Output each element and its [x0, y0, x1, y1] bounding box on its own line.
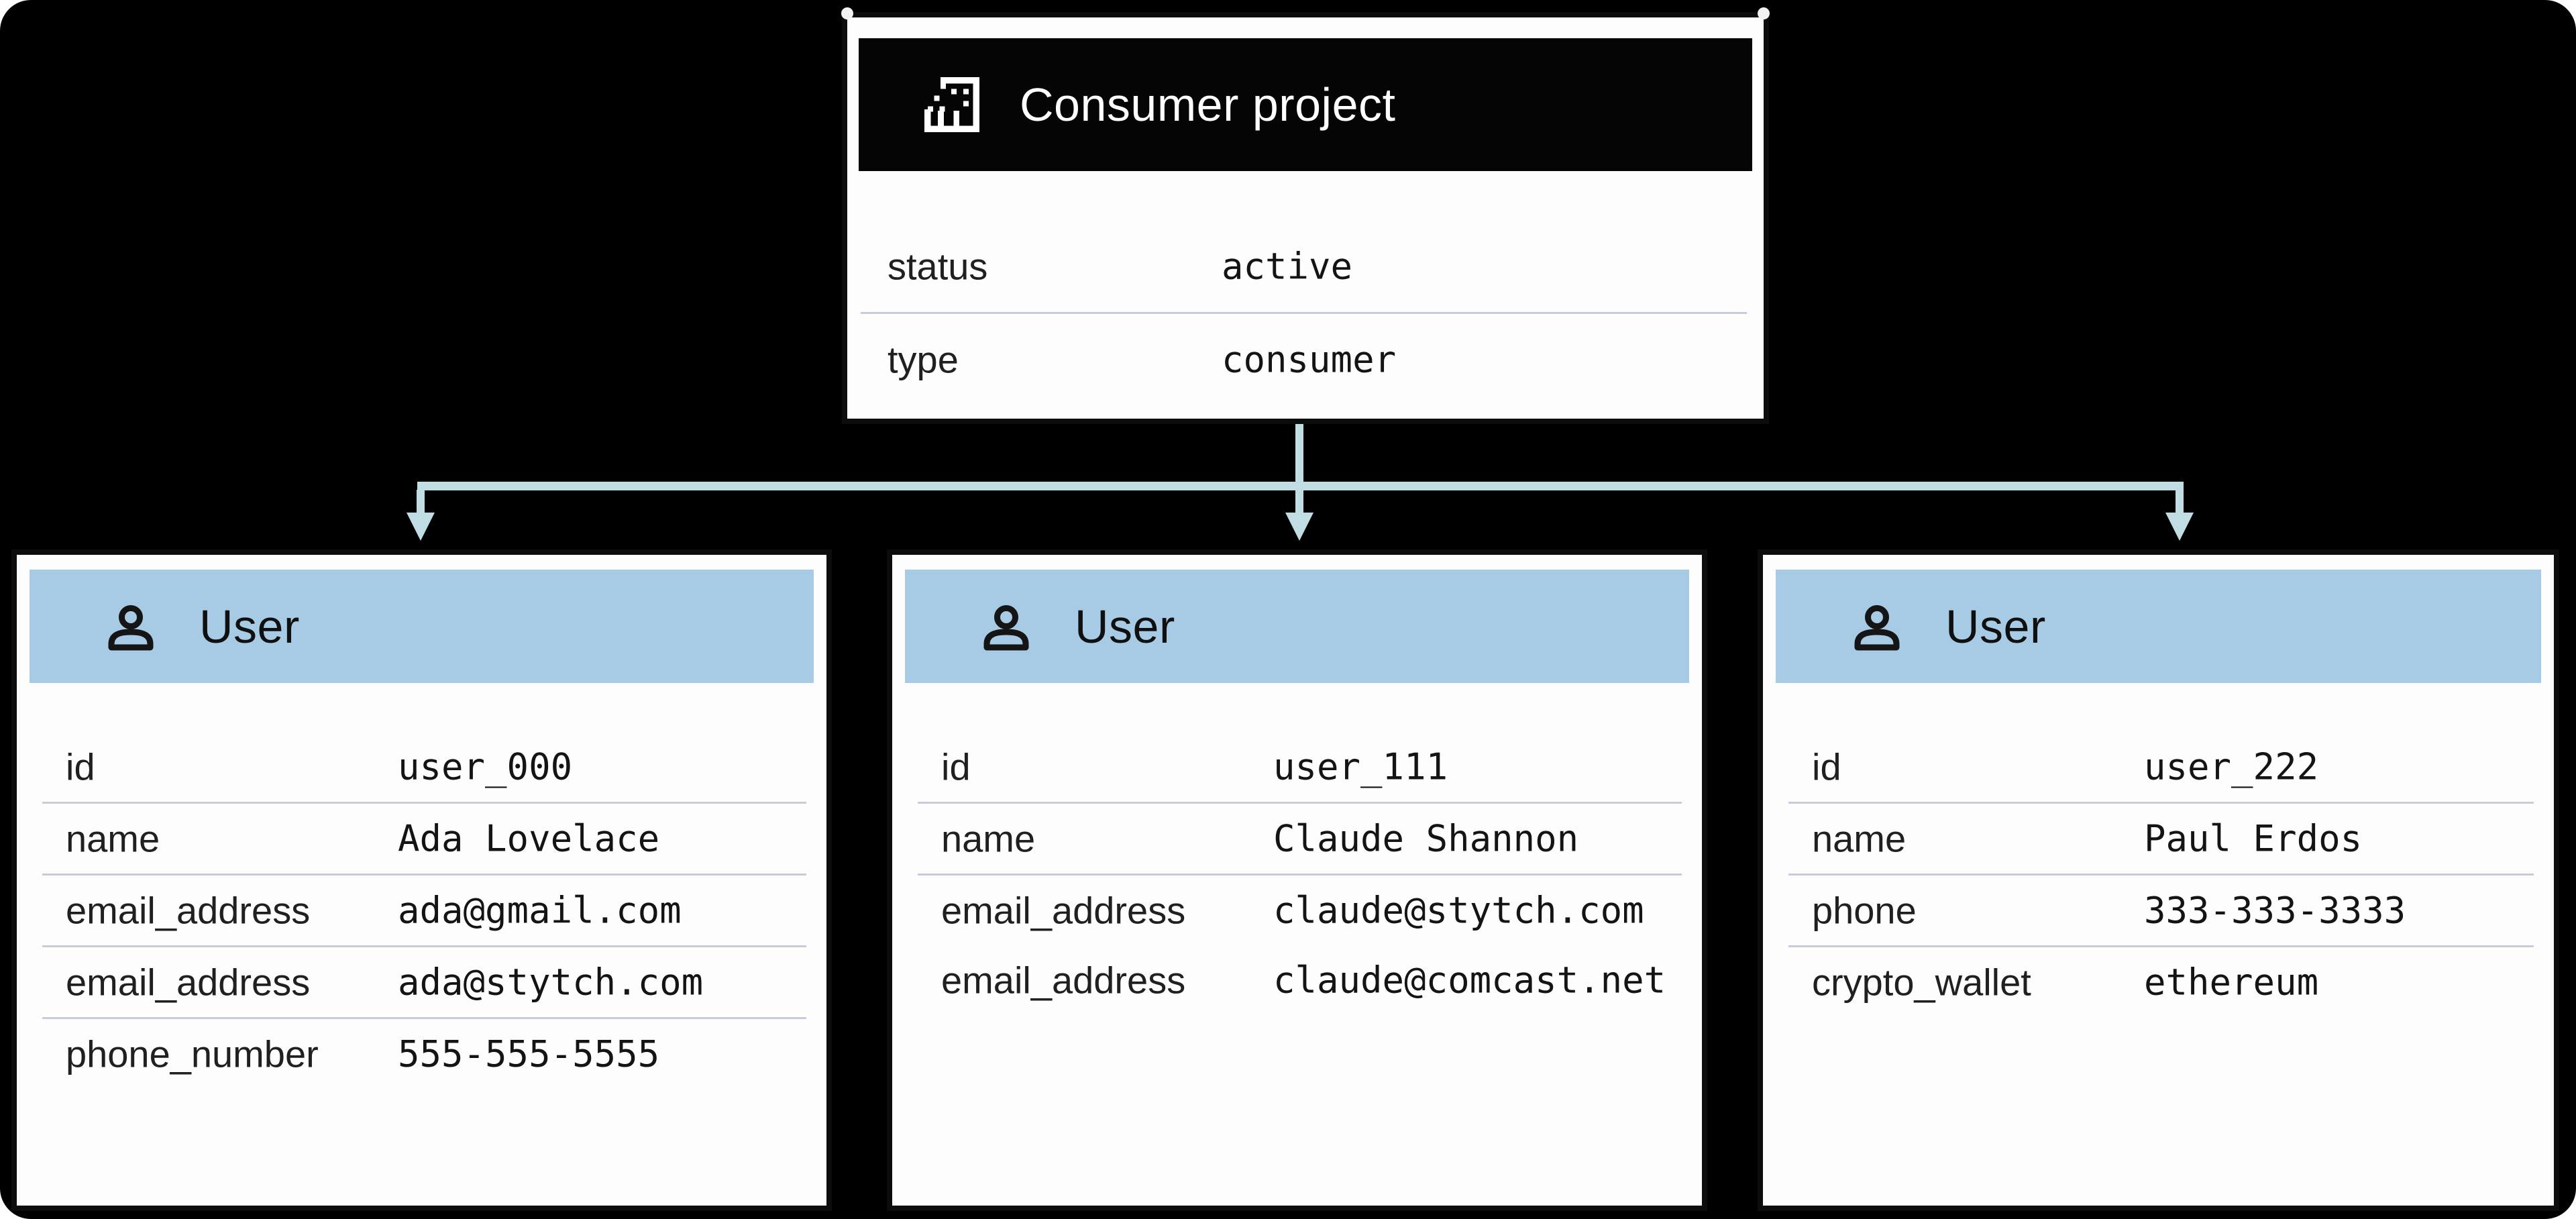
field-label: email_address	[66, 961, 311, 1004]
field-label: name	[1812, 817, 1907, 860]
field-row: status active	[861, 221, 1747, 314]
project-card: Consumer project status active type cons…	[842, 12, 1769, 424]
field-row: name Paul Erdos	[1788, 804, 2534, 876]
field-value: user_222	[2144, 745, 2319, 788]
field-row: phone_number 555-555-5555	[42, 1019, 806, 1089]
person-icon	[1854, 604, 1900, 650]
user-card-header: User	[30, 570, 814, 683]
user-card-header: User	[1776, 570, 2541, 683]
field-row: id user_111	[918, 732, 1682, 804]
field-value: Paul Erdos	[2144, 817, 2363, 860]
field-label: status	[888, 245, 988, 288]
field-label: email_address	[66, 889, 311, 932]
field-label: id	[941, 745, 971, 788]
field-row: id user_000	[42, 732, 806, 804]
field-value: Claude Shannon	[1273, 817, 1579, 860]
field-label: id	[1812, 745, 1841, 788]
field-row: type consumer	[861, 314, 1747, 405]
field-row: phone 333-333-3333	[1788, 876, 2534, 947]
field-row: crypto_wallet ethereum	[1788, 947, 2534, 1017]
field-label: email_address	[941, 959, 1186, 1002]
field-value: user_111	[1273, 745, 1448, 788]
field-row: name Claude Shannon	[918, 804, 1682, 876]
field-value: 333-333-3333	[2144, 889, 2406, 932]
field-label: type	[888, 338, 959, 381]
field-row: name Ada Lovelace	[42, 804, 806, 876]
field-label: phone	[1812, 889, 1917, 932]
field-row: email_address claude@comcast.net	[918, 945, 1682, 1015]
field-row: email_address ada@gmail.com	[42, 876, 806, 947]
arrowhead-left	[407, 513, 435, 541]
user-card-header: User	[905, 570, 1689, 683]
field-row: email_address ada@stytch.com	[42, 947, 806, 1019]
field-label: phone_number	[66, 1032, 319, 1075]
field-label: id	[66, 745, 95, 788]
field-value: Ada Lovelace	[398, 817, 660, 860]
building-icon	[924, 77, 979, 132]
user-field-rows: id user_000 name Ada Lovelace email_addr…	[42, 732, 806, 1089]
field-label: name	[941, 817, 1036, 860]
field-label: crypto_wallet	[1812, 961, 2031, 1004]
field-value: 555-555-5555	[398, 1032, 660, 1075]
project-title: Consumer project	[1020, 78, 1396, 131]
field-label: email_address	[941, 889, 1186, 932]
arrowhead-right	[2165, 513, 2194, 541]
person-icon	[983, 604, 1029, 650]
project-card-header: Consumer project	[859, 38, 1752, 171]
field-value: ada@stytch.com	[398, 961, 704, 1004]
field-value: consumer	[1222, 338, 1397, 381]
field-value: user_000	[398, 745, 573, 788]
connector-stub	[1295, 421, 1303, 490]
field-value: claude@stytch.com	[1273, 889, 1644, 932]
port-handle-right	[1758, 7, 1770, 19]
arrowhead-middle	[1285, 513, 1313, 541]
user-title: User	[1075, 600, 1175, 653]
user-title: User	[199, 600, 300, 653]
field-label: name	[66, 817, 160, 860]
field-value: ethereum	[2144, 961, 2319, 1004]
user-field-rows: id user_222 name Paul Erdos phone 333-33…	[1788, 732, 2534, 1017]
connector-rail	[417, 482, 2184, 490]
user-card-1: User id user_000 name Ada Lovelace email…	[11, 549, 832, 1211]
field-value: active	[1222, 245, 1353, 288]
user-title: User	[1945, 600, 2046, 653]
port-handle-left	[841, 7, 853, 19]
field-value: claude@comcast.net	[1273, 959, 1666, 1002]
person-icon	[108, 604, 154, 650]
field-value: ada@gmail.com	[398, 889, 682, 932]
user-card-3: User id user_222 name Paul Erdos phone 3…	[1758, 549, 2559, 1211]
field-row: email_address claude@stytch.com	[918, 876, 1682, 945]
project-field-rows: status active type consumer	[861, 221, 1747, 405]
user-card-2: User id user_111 name Claude Shannon ema…	[887, 549, 1707, 1211]
user-field-rows: id user_111 name Claude Shannon email_ad…	[918, 732, 1682, 1015]
field-row: id user_222	[1788, 732, 2534, 804]
